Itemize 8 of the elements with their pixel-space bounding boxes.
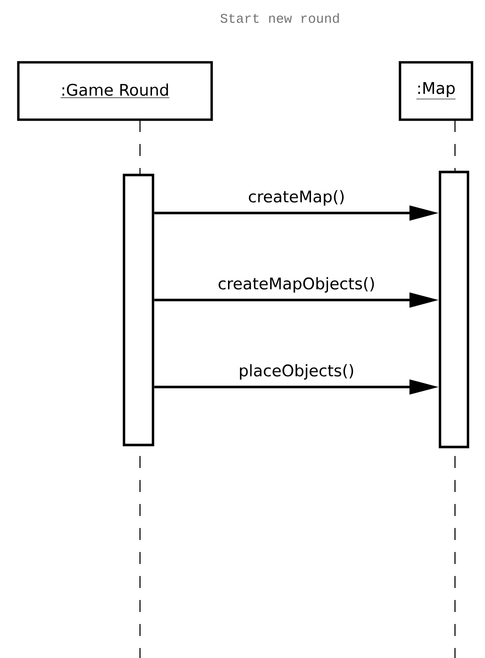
object-box: :Map <box>398 61 474 121</box>
activation-bar <box>122 174 154 446</box>
message-label: placeObjects() <box>240 364 354 380</box>
message-label: createMapObjects() <box>218 277 374 293</box>
activation-bar <box>438 170 470 448</box>
object-box: :Game Round <box>17 61 213 121</box>
title: Start new round <box>220 13 339 23</box>
message-label: createMap() <box>248 190 344 206</box>
